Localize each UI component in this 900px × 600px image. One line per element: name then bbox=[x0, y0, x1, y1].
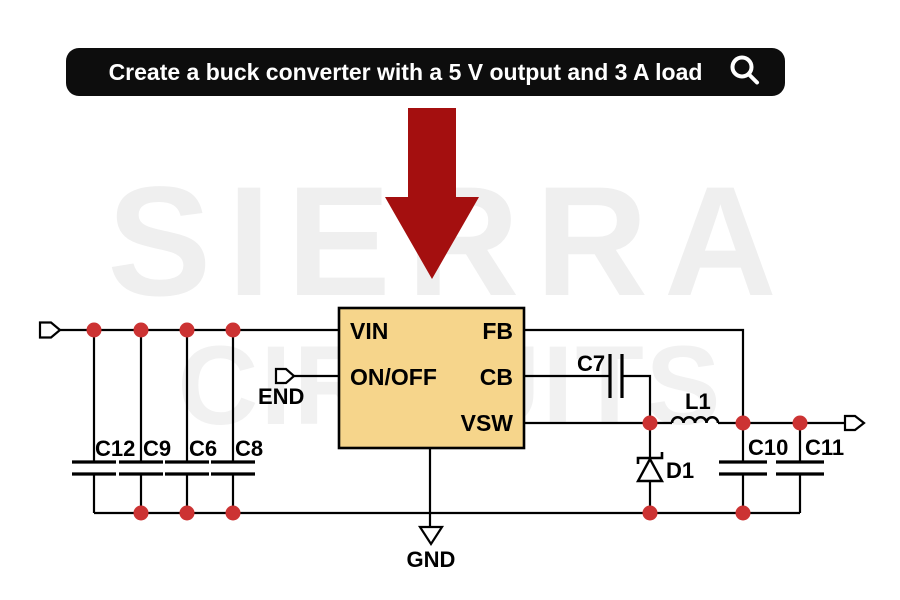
wire-fb bbox=[524, 328, 745, 423]
ic-pin-vsw: VSW bbox=[461, 410, 514, 436]
junction-dot bbox=[179, 322, 195, 338]
junction-dot bbox=[792, 415, 808, 431]
search-icon[interactable] bbox=[725, 52, 765, 92]
junction-dot bbox=[133, 505, 149, 521]
ic-pin-vin: VIN bbox=[350, 318, 388, 344]
gnd-symbol-icon bbox=[417, 525, 445, 547]
junction-dot bbox=[225, 505, 241, 521]
junction-dots bbox=[86, 322, 808, 521]
label-c7: C7 bbox=[577, 351, 605, 376]
junction-dot bbox=[179, 505, 195, 521]
junction-dot bbox=[642, 505, 658, 521]
diode-d1 bbox=[635, 452, 665, 483]
wire-cb-c7 bbox=[524, 374, 652, 423]
label-c11: C11 bbox=[805, 435, 844, 460]
label-c10: C10 bbox=[748, 435, 788, 460]
ic-pin-fb: FB bbox=[482, 318, 513, 344]
capacitor-c9 bbox=[119, 460, 163, 476]
down-arrow-shape bbox=[385, 108, 479, 279]
capacitor-c7 bbox=[608, 354, 624, 398]
label-c6: C6 bbox=[189, 436, 217, 461]
inductor-l1 bbox=[670, 415, 720, 424]
junction-dot bbox=[735, 415, 751, 431]
search-input[interactable]: Create a buck converter with a 5 V outpu… bbox=[66, 48, 785, 96]
capacitor-plates bbox=[72, 354, 824, 476]
magnifier-lens bbox=[730, 55, 754, 79]
ic-body bbox=[337, 306, 526, 450]
junction-dot bbox=[735, 505, 751, 521]
search-query-text: Create a buck converter with a 5 V outpu… bbox=[108, 58, 703, 85]
output-terminal-icon bbox=[843, 414, 866, 432]
label-c9: C9 bbox=[143, 436, 171, 461]
capacitor-c11 bbox=[776, 460, 824, 476]
junction-dot bbox=[225, 322, 241, 338]
capacitor-c8 bbox=[211, 460, 255, 476]
capacitor-c10 bbox=[719, 460, 767, 476]
magnifier-handle bbox=[747, 73, 759, 85]
ic-pin-cb: CB bbox=[480, 364, 513, 390]
ic-block: VIN ON/OFF FB CB VSW bbox=[337, 306, 526, 450]
label-end: END bbox=[258, 384, 304, 409]
junction-dot bbox=[642, 415, 658, 431]
enable-terminal-icon bbox=[274, 367, 296, 385]
junction-dot bbox=[86, 322, 102, 338]
capacitor-c12 bbox=[72, 460, 116, 476]
capacitor-c6 bbox=[165, 460, 209, 476]
junction-dot bbox=[133, 322, 149, 338]
label-c12: C12 bbox=[95, 436, 135, 461]
label-c8: C8 bbox=[235, 436, 263, 461]
diode-d1-triangle bbox=[635, 456, 665, 483]
label-gnd: GND bbox=[407, 547, 456, 572]
label-d1: D1 bbox=[666, 458, 694, 483]
label-l1: L1 bbox=[685, 389, 711, 414]
input-terminal-icon bbox=[38, 321, 62, 339]
ic-pin-on-off: ON/OFF bbox=[350, 364, 437, 390]
